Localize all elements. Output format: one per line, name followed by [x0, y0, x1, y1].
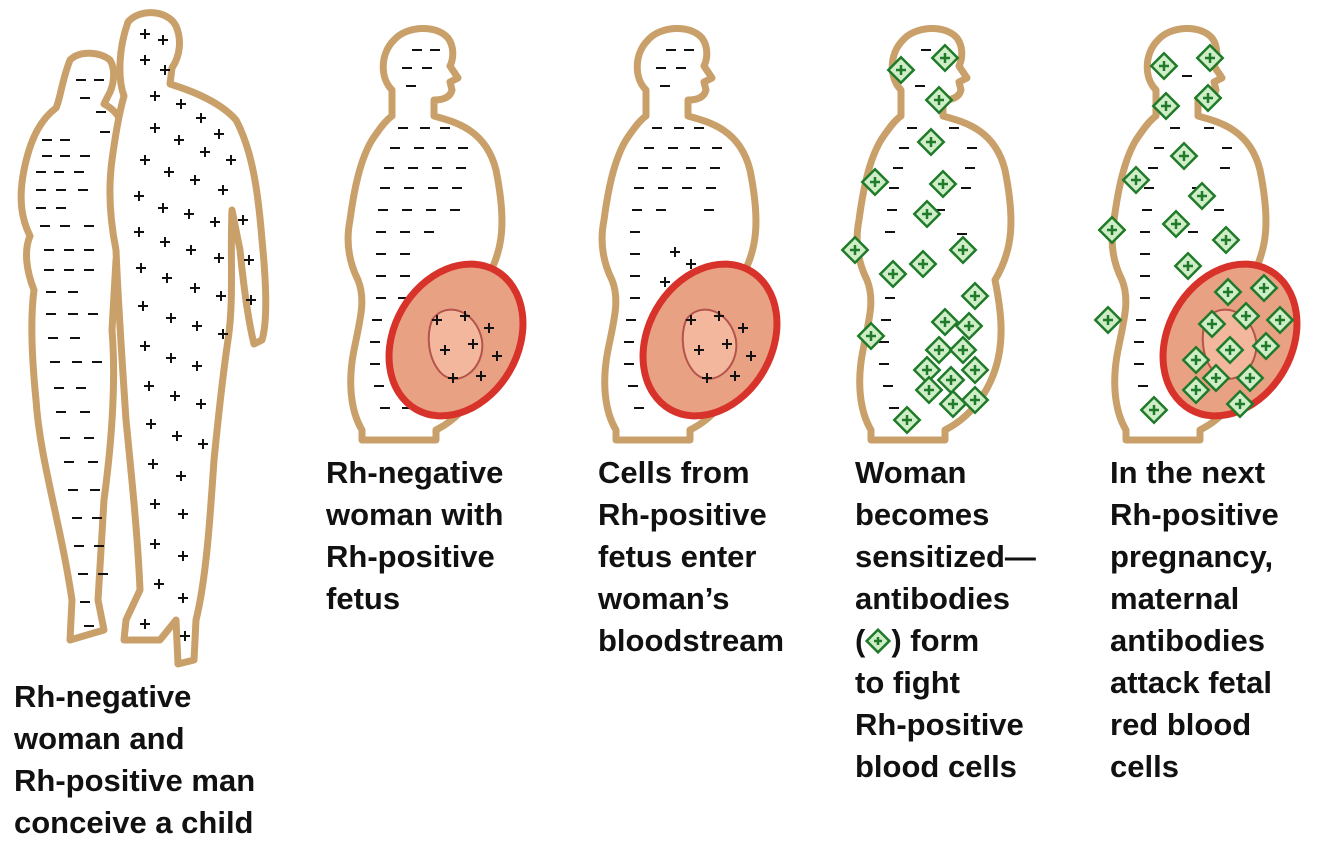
caption-line: Woman	[855, 452, 1036, 494]
caption-line: bloodstream	[598, 620, 784, 662]
caption-line: woman with	[326, 494, 503, 536]
caption-line: In the next	[1110, 452, 1279, 494]
caption-line: cells	[1110, 746, 1279, 788]
caption-line: becomes	[855, 494, 1036, 536]
caption-line: Rh-negative	[326, 452, 503, 494]
caption-line: woman and	[14, 718, 255, 760]
caption-line: Rh-positive	[598, 494, 784, 536]
cells-transfer-figure	[602, 28, 804, 440]
caption-line: pregnancy,	[1110, 536, 1279, 578]
caption-fragment: ) form	[891, 623, 979, 658]
caption-sensitized: Woman becomes sensitized— antibodies ( ) …	[855, 452, 1036, 788]
caption-line: Rh-positive	[1110, 494, 1279, 536]
sensitized-woman-figure	[842, 28, 1011, 440]
caption-line: Rh-positive man	[14, 760, 255, 802]
caption-line: maternal	[1110, 578, 1279, 620]
man-silhouette	[110, 13, 266, 664]
caption-line: conceive a child	[14, 802, 255, 844]
caption-line: fetus	[326, 578, 503, 620]
caption-next-pregnancy: In the next Rh-positive pregnancy, mater…	[1110, 452, 1279, 788]
caption-line-antibody: ( ) form	[855, 620, 1036, 662]
caption-line: Cells from	[598, 452, 784, 494]
antibody-icon	[865, 628, 891, 654]
caption-line: to fight	[855, 662, 1036, 704]
pregnant-woman-figure	[348, 28, 550, 440]
caption-fragment: (	[855, 623, 865, 658]
caption-transfer: Cells from Rh-positive fetus enter woman…	[598, 452, 784, 662]
couple-figure	[21, 13, 266, 664]
caption-line: attack fetal	[1110, 662, 1279, 704]
caption-line: sensitized—	[855, 536, 1036, 578]
caption-couple: Rh-negative woman and Rh-positive man co…	[14, 676, 255, 844]
caption-line: Rh-positive	[855, 704, 1036, 746]
caption-line: blood cells	[855, 746, 1036, 788]
caption-line: Rh-positive	[326, 536, 503, 578]
caption-line: fetus enter	[598, 536, 784, 578]
caption-line: woman’s	[598, 578, 784, 620]
caption-line: antibodies	[1110, 620, 1279, 662]
caption-line: Rh-negative	[14, 676, 255, 718]
caption-pregnant: Rh-negative woman with Rh-positive fetus	[326, 452, 503, 620]
caption-line: red blood	[1110, 704, 1279, 746]
caption-line: antibodies	[855, 578, 1036, 620]
next-pregnancy-figure	[1095, 28, 1323, 440]
